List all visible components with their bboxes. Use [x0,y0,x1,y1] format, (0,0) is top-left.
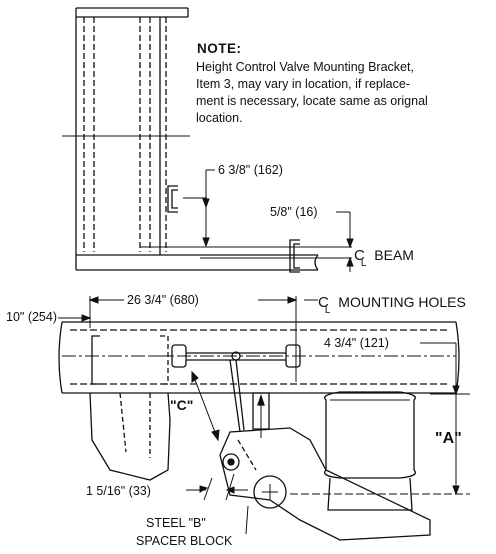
beam-label: BEAM [374,247,414,263]
hanger-bracket [90,393,170,480]
note-line-3: ment is necessary, locate same as origna… [196,94,428,108]
dim-5-8 [336,212,353,272]
dim-6-3-8 [183,170,215,246]
channel-bracket [290,240,300,272]
valve-bracket-upper [168,186,178,212]
frame-beam-lower [59,322,459,393]
dim-label-5-8: 5/8" (16) [270,205,318,219]
air-spring [325,392,416,510]
dim-lower-horizontal [58,296,318,382]
note-title: NOTE: [197,41,242,56]
spacer-block-label: SPACER BLOCK [136,534,233,548]
dim-label-26-3-4: 26 3/4" (680) [127,293,199,307]
beam-upper [76,247,352,270]
a-dim-label: "A" [435,430,462,447]
centerline-beam: CL BEAM [354,248,414,269]
vertical-rail [62,8,190,255]
dim-c [192,372,219,440]
spacer-block [253,393,269,438]
valve-linkage [150,345,300,432]
dim-label-10: 10" (254) [6,310,57,324]
trailing-arm [220,428,430,540]
frame-end-bracket [92,336,168,384]
c-dim-label: "C" [170,397,194,413]
dim-label-1-5-16: 1 5/16" (33) [86,484,151,498]
note-line-1: Height Control Valve Mounting Bracket, [196,60,414,74]
dim-label-6-3-8: 6 3/8" (162) [218,163,283,177]
spacer-leaders [246,506,248,534]
centerline-symbol-2: CL [318,294,331,316]
mounting-holes-label: MOUNTING HOLES [338,294,466,310]
dim-4-3-4 [420,343,470,394]
dim-label-4-3-4: 4 3/4" (121) [324,336,389,350]
note-line-2: Item 3, may vary in location, if replace… [196,77,410,91]
dim-a [290,394,470,494]
centerline-mounting-holes: CL MOUNTING HOLES [318,295,466,316]
centerline-symbol: CL [354,247,367,269]
steel-b-label: STEEL "B" [146,516,206,530]
note-line-4: location. [196,111,243,125]
dim-1-5-16 [186,474,248,500]
